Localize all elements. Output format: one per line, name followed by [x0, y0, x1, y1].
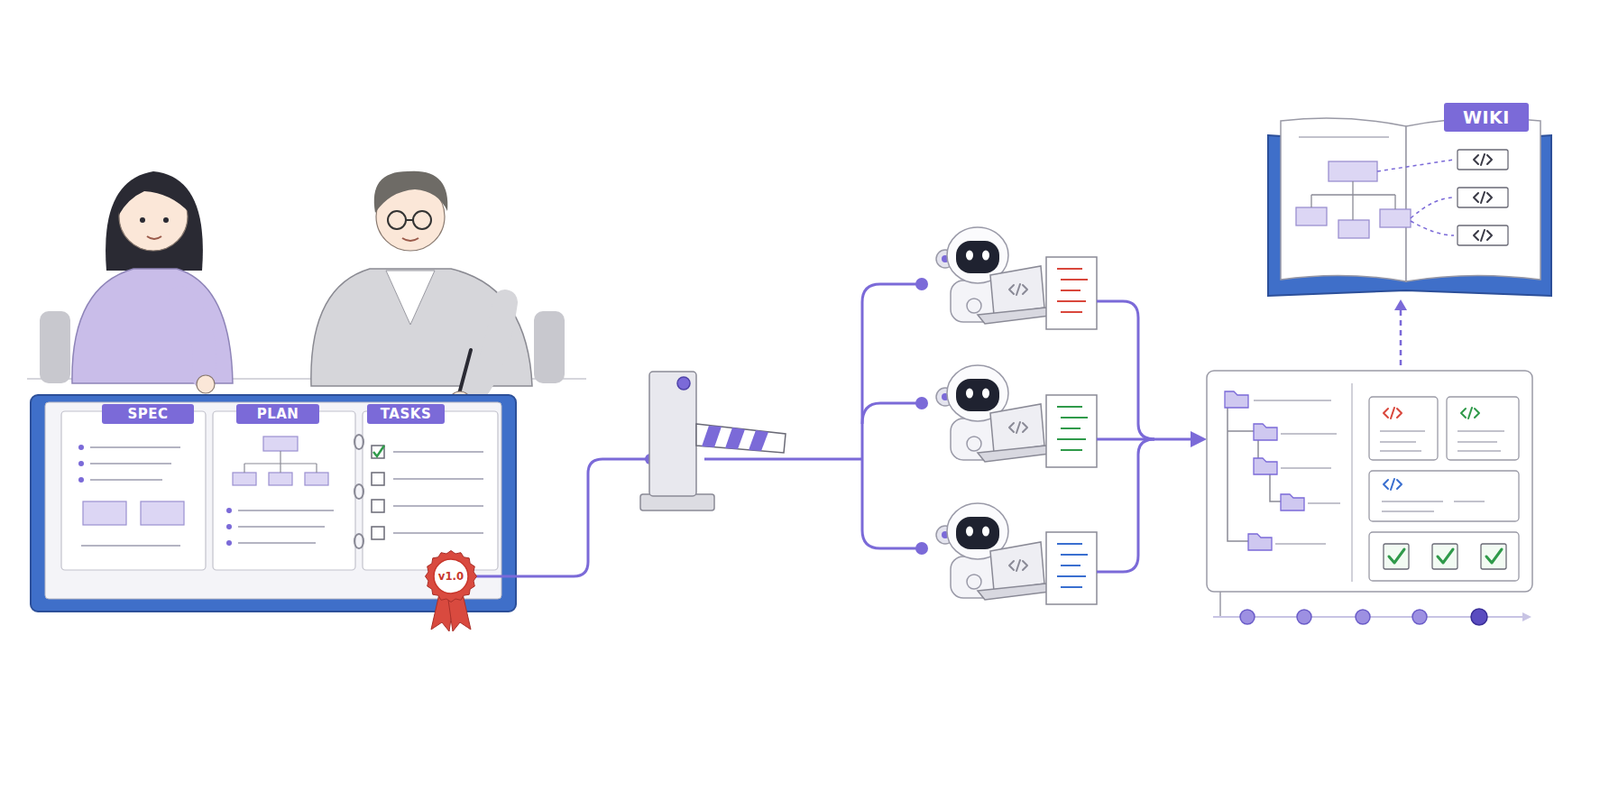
arrow-head	[1190, 431, 1207, 448]
section-tab: TASKS	[367, 404, 445, 424]
version-seal: v1.0	[424, 550, 478, 603]
code-document	[1046, 257, 1097, 605]
tab-label: TASKS	[380, 405, 432, 423]
tab-label: PLAN	[257, 405, 300, 423]
section-tab: PLAN	[236, 404, 320, 424]
wiki-book	[1268, 118, 1552, 296]
woman-figure	[72, 171, 233, 394]
binder-book	[30, 395, 516, 612]
arrow-head	[1394, 299, 1407, 311]
merge-lines	[1096, 301, 1195, 572]
man-figure	[311, 171, 533, 432]
robot-agent	[936, 503, 1058, 600]
version-label: v1.0	[438, 570, 464, 583]
tab-label: SPEC	[127, 405, 168, 423]
robot-agent	[936, 227, 1058, 324]
branch-lines	[704, 284, 922, 549]
repository-panel	[1206, 370, 1533, 592]
wiki-tab: WIKI	[1443, 102, 1529, 132]
dashed-arrow	[1399, 308, 1403, 366]
chair	[533, 311, 565, 384]
robot-agent	[936, 365, 1058, 462]
gate-barrier	[640, 371, 786, 511]
commit-timeline	[1213, 591, 1532, 626]
section-tab: SPEC	[101, 404, 194, 424]
chair	[39, 311, 71, 384]
flow-line	[476, 459, 646, 577]
tab-label: WIKI	[1462, 107, 1510, 128]
